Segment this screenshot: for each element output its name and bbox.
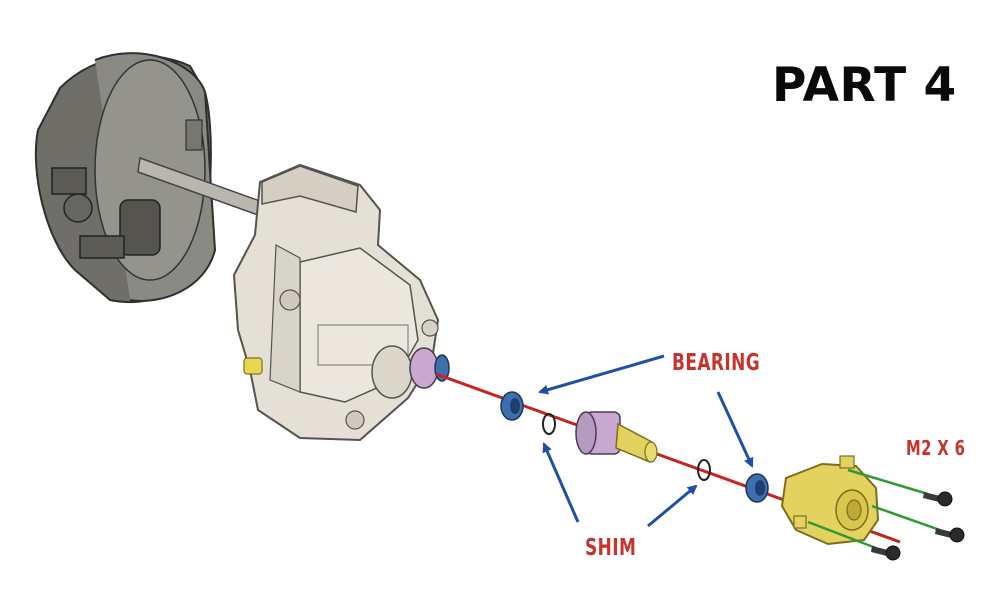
end-cap-icon	[780, 455, 880, 546]
shim-arrow-left	[542, 442, 580, 523]
bearing-icon	[500, 391, 524, 421]
bearing-arrow-left	[538, 354, 665, 395]
screw-icon	[923, 491, 953, 507]
screw-guide-lines	[807, 468, 941, 550]
screw-icon	[935, 527, 965, 543]
bearing-arrow-right	[716, 391, 754, 468]
part-title: PART 4	[772, 58, 957, 113]
screw-size-label: M2 X 6	[906, 436, 966, 460]
shim-ring-icon	[542, 413, 556, 435]
screw-icon	[871, 545, 901, 561]
shim-ring-icon	[697, 459, 711, 481]
shim-label: SHIM	[585, 535, 637, 561]
shim-arrow-right	[647, 484, 698, 528]
bearing-icon	[745, 473, 769, 503]
bearing-label: BEARING	[672, 350, 761, 376]
output-gear-icon	[575, 411, 658, 464]
gearbox-housing-icon	[232, 163, 450, 442]
